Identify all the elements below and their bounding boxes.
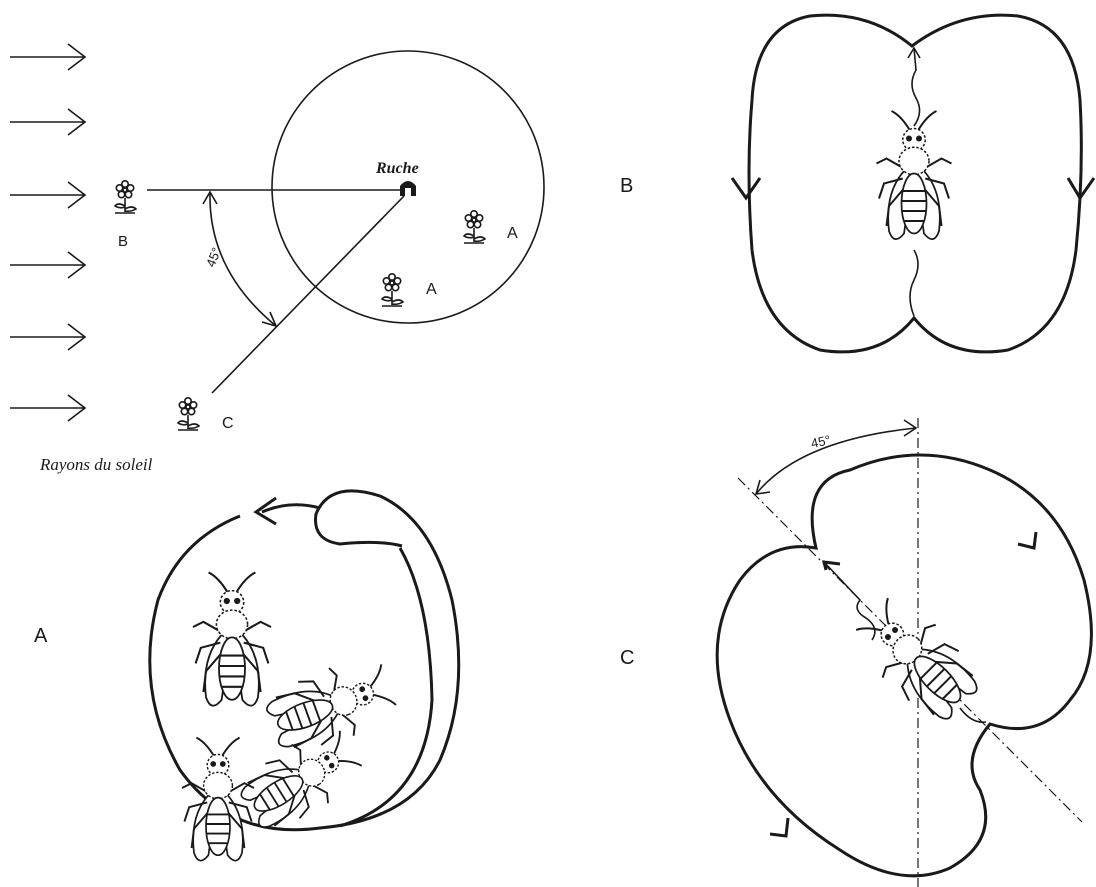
arrow-icon xyxy=(10,324,85,350)
panel-b-label: B xyxy=(620,175,633,197)
angle-label: 45° xyxy=(203,245,224,269)
panel-a-label: A xyxy=(34,625,48,647)
flower-label-b: B xyxy=(118,233,128,250)
panel-c-angle-label: 45° xyxy=(810,432,832,451)
hive-icon xyxy=(400,181,416,196)
sun-rays-caption: Rayons du soleil xyxy=(39,455,153,474)
bee-icon xyxy=(877,111,952,239)
flower-label-c: C xyxy=(222,415,234,432)
panel-c-dance-path xyxy=(717,455,1091,876)
flower-icon xyxy=(178,398,199,430)
bee-icon xyxy=(182,738,254,861)
line-to-c xyxy=(212,196,404,393)
flower-icon xyxy=(115,181,136,213)
arrow-icon xyxy=(10,252,85,278)
flower-label-a-lower: A xyxy=(426,281,437,298)
hive-label: Ruche xyxy=(375,160,419,177)
flower-icon xyxy=(464,211,485,243)
arrow-icon xyxy=(10,44,85,70)
bee-icon xyxy=(261,651,401,761)
sun-rays xyxy=(10,44,85,421)
flower-icon xyxy=(382,274,403,306)
arrow-icon xyxy=(10,182,85,208)
panel-c-label: C xyxy=(620,647,634,669)
bee-icon xyxy=(193,572,271,705)
arrow-icon xyxy=(10,109,85,135)
flower-label-a-upper: A xyxy=(507,225,518,242)
arrow-icon xyxy=(10,395,85,421)
bee-icon xyxy=(846,588,990,732)
